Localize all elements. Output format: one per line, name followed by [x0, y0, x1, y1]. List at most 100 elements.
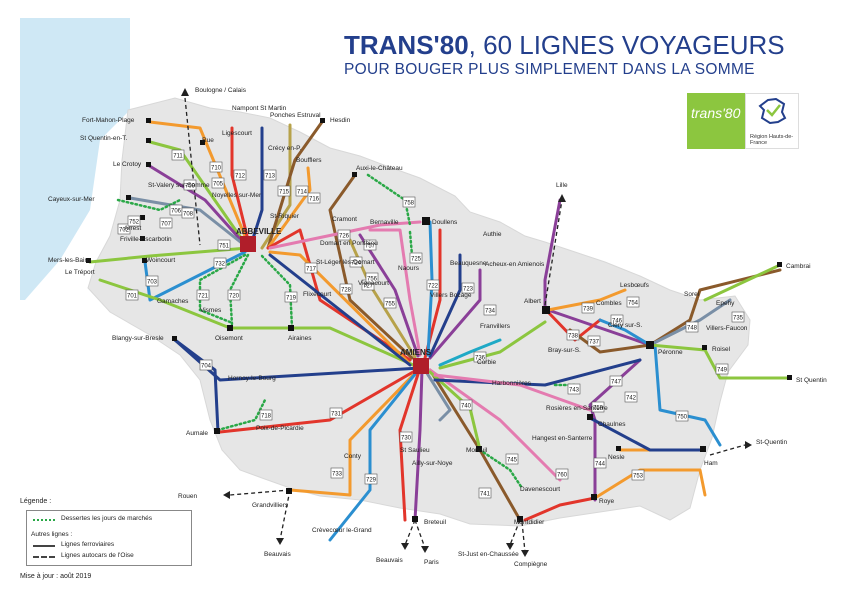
line-tag-box: [624, 391, 638, 403]
line-tag-box: [304, 262, 318, 274]
town-label: Moreuil: [466, 447, 488, 454]
line-path: [648, 343, 792, 380]
line-path: [358, 233, 420, 358]
line-number-label: 750: [677, 415, 688, 421]
arrow-icon: [223, 491, 230, 499]
line-path: [433, 358, 642, 387]
line-tag-box: [125, 289, 139, 301]
line-tag-box: [213, 257, 227, 269]
line-tag-box: [263, 169, 277, 181]
stop-marker: [646, 341, 654, 349]
line-tag-box: [330, 467, 344, 479]
line-tag-box: [610, 314, 624, 326]
town-label: Boulogne / Calais: [195, 87, 247, 94]
line-number-label: 716: [309, 197, 320, 203]
stop-marker: [320, 118, 325, 123]
line-tag-box: [567, 383, 581, 395]
logo-region-panel: Région Hauts-de-France: [745, 93, 799, 149]
town-label: Epehy: [716, 300, 735, 307]
town-label: Rue: [202, 137, 214, 144]
line-path: [428, 368, 562, 482]
oise-swatch: [33, 556, 55, 558]
town-label: Mers-les-Bains: [48, 257, 92, 264]
line-number-label: 714: [297, 190, 308, 196]
arrowheads: [181, 88, 752, 557]
line-tag-box: [171, 149, 185, 161]
stop-marker: [214, 428, 220, 434]
arrow-icon: [181, 88, 189, 96]
stop-marker: [146, 118, 151, 123]
line-number-label: 740: [461, 404, 472, 410]
external-link: [544, 199, 563, 306]
stop-marker: [412, 516, 418, 522]
town-label: Crèvecœur le-Grand: [312, 527, 372, 534]
external-link: [521, 521, 526, 553]
arrow-icon: [745, 441, 752, 449]
line-tag-box: [675, 410, 689, 422]
town-label: Beauvais: [376, 557, 403, 564]
external-links: [184, 97, 746, 553]
page-title: TRANS'80, 60 LIGNES VOYAGEURS: [344, 30, 785, 61]
line-number-label: 754: [628, 301, 639, 307]
line-tag-box: [426, 279, 440, 291]
line-path: [218, 366, 422, 434]
town-label: Montdidier: [514, 519, 545, 526]
line-tag-box: [363, 239, 377, 251]
line-number-label: 710: [211, 166, 222, 172]
line-number-label: 746: [612, 319, 623, 325]
town-labels: ABBEVILLE AMIENS Boulogne / Calais Nampo…: [48, 87, 827, 568]
town-label: Le Tréport: [65, 269, 95, 276]
line-number-label: 737: [589, 340, 600, 346]
hub-amiens-marker: [413, 358, 429, 374]
line-tag-box: [473, 351, 487, 363]
line-tag-box: [284, 291, 298, 303]
line-tag-box: [233, 169, 247, 181]
stop-marker: [140, 236, 145, 241]
line-number-label: 717: [306, 267, 317, 273]
stop-marker: [146, 162, 151, 167]
line-path: [173, 338, 220, 434]
line-tag-box: [581, 302, 595, 314]
town-label: Roye: [599, 498, 615, 505]
line-tag-box: [127, 215, 141, 227]
town-label: Compiègne: [514, 561, 548, 568]
stop-marker: [702, 345, 707, 350]
line-number-label: 728: [341, 288, 352, 294]
external-link: [404, 519, 416, 546]
line-tag-box: [609, 375, 623, 387]
town-label: Boufflers: [296, 157, 322, 164]
line-number-label: 756: [367, 277, 378, 283]
town-label: Chaulnes: [598, 421, 626, 428]
line-number-label: 715: [279, 190, 290, 196]
line-tag-box: [591, 401, 605, 413]
town-label: St-Valery sur-Somme: [148, 182, 210, 189]
town-label: Paris: [424, 559, 440, 566]
line-number-label: 706: [171, 209, 182, 215]
legend-oise: Lignes autocars de l'Oise: [61, 552, 134, 559]
logo-region-text: Région Hauts-de-France: [750, 134, 794, 146]
town-label: St Quentin: [796, 377, 827, 384]
town-label: Combles: [596, 300, 622, 307]
market-line: [260, 254, 294, 330]
line-path: [428, 253, 462, 358]
line-tag-box: [227, 289, 241, 301]
line-path: [438, 338, 502, 367]
line-path: [128, 196, 250, 250]
town-label: Hangest en-Santerre: [532, 435, 593, 442]
town-label: Friville-Escarbotin: [120, 236, 172, 243]
line-tag-box: [307, 192, 321, 204]
line-number-label: 711: [173, 154, 183, 160]
external-link: [229, 489, 291, 496]
town-label: Grandvilliers: [252, 502, 289, 509]
line-path: [268, 250, 410, 364]
line-path: [368, 228, 422, 357]
arrow-icon: [506, 543, 514, 550]
town-label: Sorel: [684, 291, 700, 298]
town-label: Arrest: [124, 225, 142, 232]
line-tag-box: [587, 335, 601, 347]
line-number-label: 733: [332, 472, 343, 478]
line-tag-box: [685, 321, 699, 333]
line-tag-box: [145, 275, 159, 287]
line-number-label: 720: [229, 294, 240, 300]
